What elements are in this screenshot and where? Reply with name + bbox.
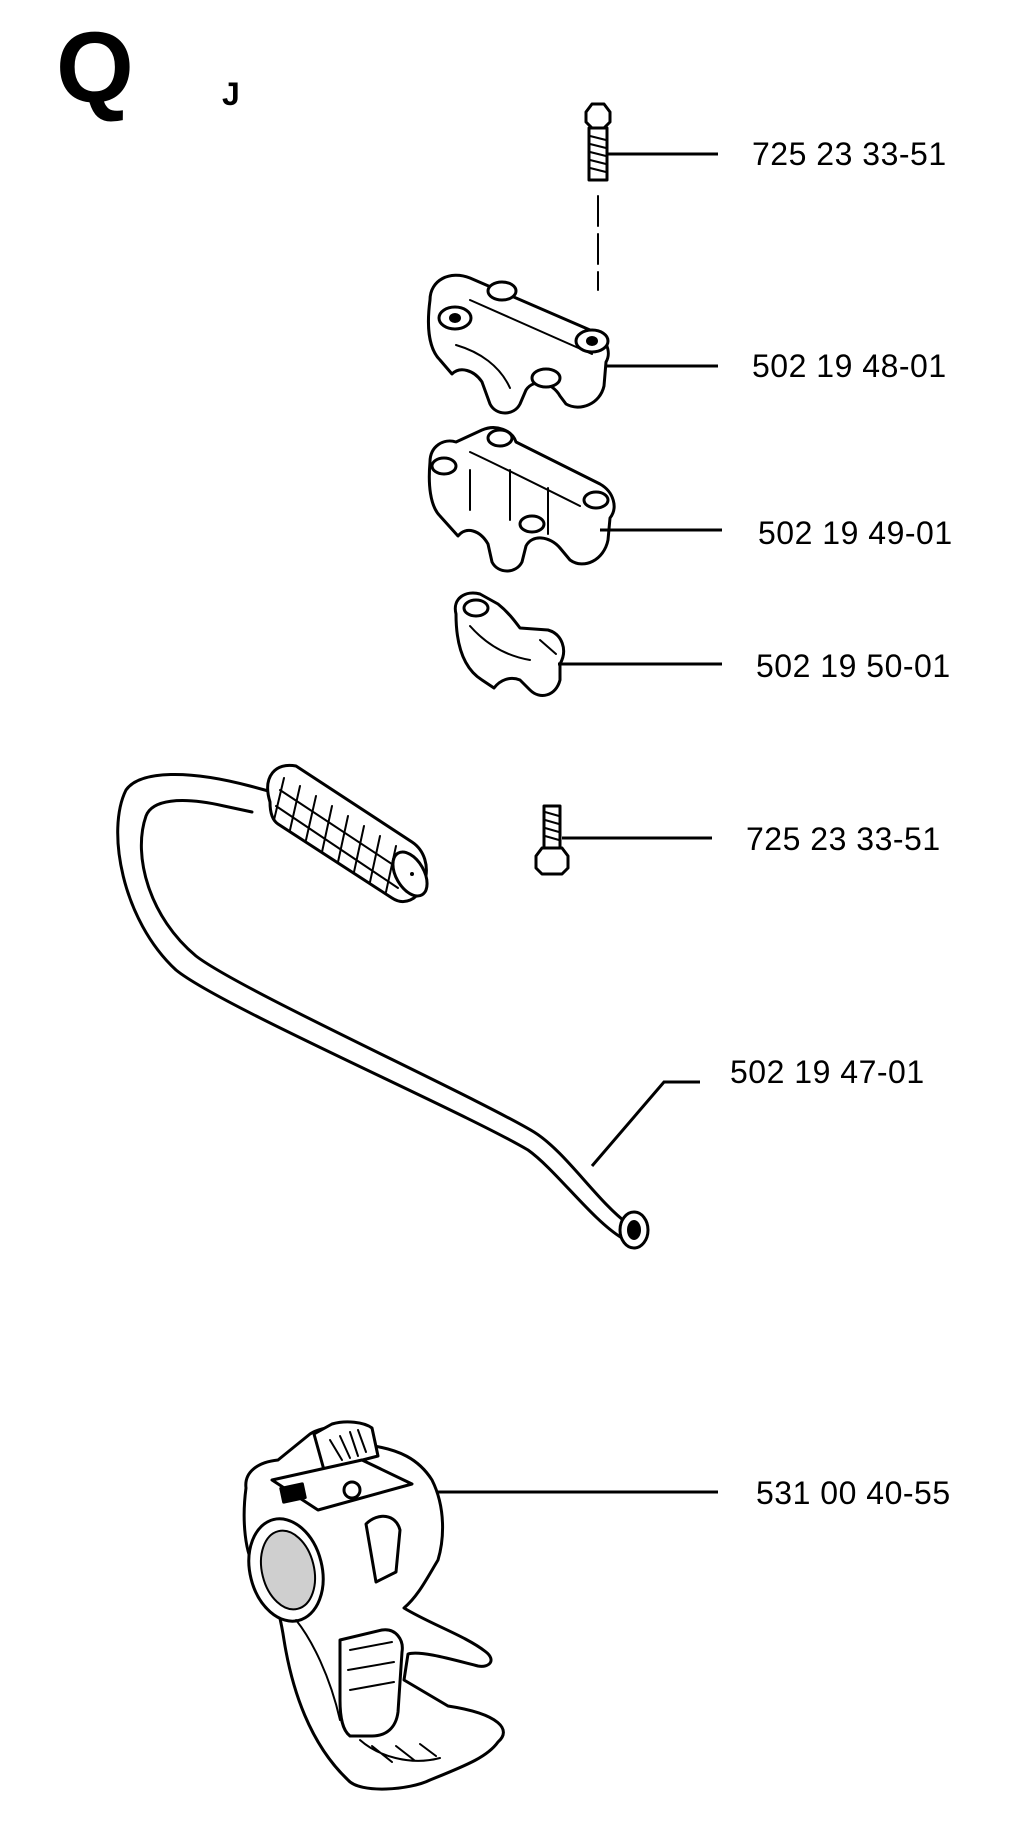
part-number-label: 502 19 49-01 (758, 515, 953, 551)
part-number-label: 725 23 33-51 (746, 821, 941, 857)
clamp-half-icon (453, 591, 565, 697)
part-number-label: 502 19 47-01 (730, 1054, 925, 1090)
clamp-bracket-icon (427, 426, 616, 573)
section-subletter: J (222, 76, 240, 112)
part-number-label: 502 19 48-01 (752, 348, 947, 384)
screw-icon (534, 804, 570, 876)
part-number-label: 725 23 33-51 (752, 136, 947, 172)
bolt-icon (584, 102, 612, 291)
part-number-label: 502 19 50-01 (756, 648, 951, 684)
clamp-top-icon (426, 273, 610, 415)
throttle-handle-icon (242, 1420, 505, 1791)
handle-bar-icon (116, 763, 650, 1250)
leader-line-6 (590, 1080, 700, 1167)
part-number-label: 531 00 40-55 (756, 1475, 951, 1511)
section-letter: Q (56, 12, 134, 124)
